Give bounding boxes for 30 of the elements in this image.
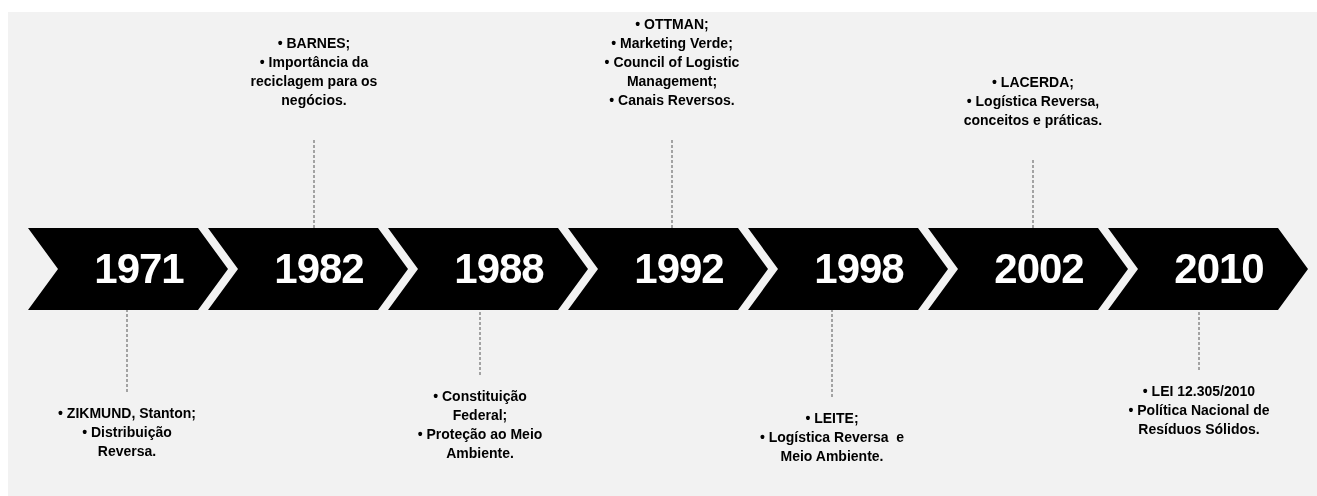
annotation-text: • LACERDA; [992,73,1074,92]
annotation-text: • Council of Logistic Management; [603,53,741,91]
annotation-text: • Marketing Verde; [611,34,733,53]
leader-line [479,309,481,376]
annotation-text: • LEI 12.305/2010 [1142,382,1256,401]
annotation-text: • BARNES; [277,34,351,53]
annotation-text: • Distribuição Reversa. [81,423,173,461]
year-label: 1971 [94,248,184,290]
annotation-text: • Constituição Federal; [432,387,528,425]
leader-line [1032,159,1034,229]
annotation-text: • ZIKMUND, Stanton; [58,404,196,423]
annotation-text: • Logística Reversa e Meio Ambiente. [758,428,906,466]
leader-line [126,309,128,393]
leader-line [1198,309,1200,371]
year-label: 1992 [634,248,724,290]
annotation-text: • LEITE; [805,409,859,428]
annotation-text: • Canais Reversos. [609,91,735,110]
annotation-text: • Política Nacional de Resíduos Sólidos. [1127,401,1271,439]
year-label: 1998 [814,248,904,290]
annotation-text: • Proteção ao Meio Ambiente. [416,425,544,463]
leader-line [671,139,673,229]
year-label: 2010 [1174,248,1264,290]
leader-line [313,139,315,229]
leader-line [831,309,833,398]
year-label: 2002 [994,248,1084,290]
annotation-text: • Importância da reciclagem para os negócios. [249,53,379,110]
year-label: 1982 [274,248,364,290]
annotation-text: • OTTMAN; [635,15,709,34]
annotation-text: • Logística Reversa, conceitos e práticas. [962,92,1104,130]
year-label: 1988 [454,248,544,290]
